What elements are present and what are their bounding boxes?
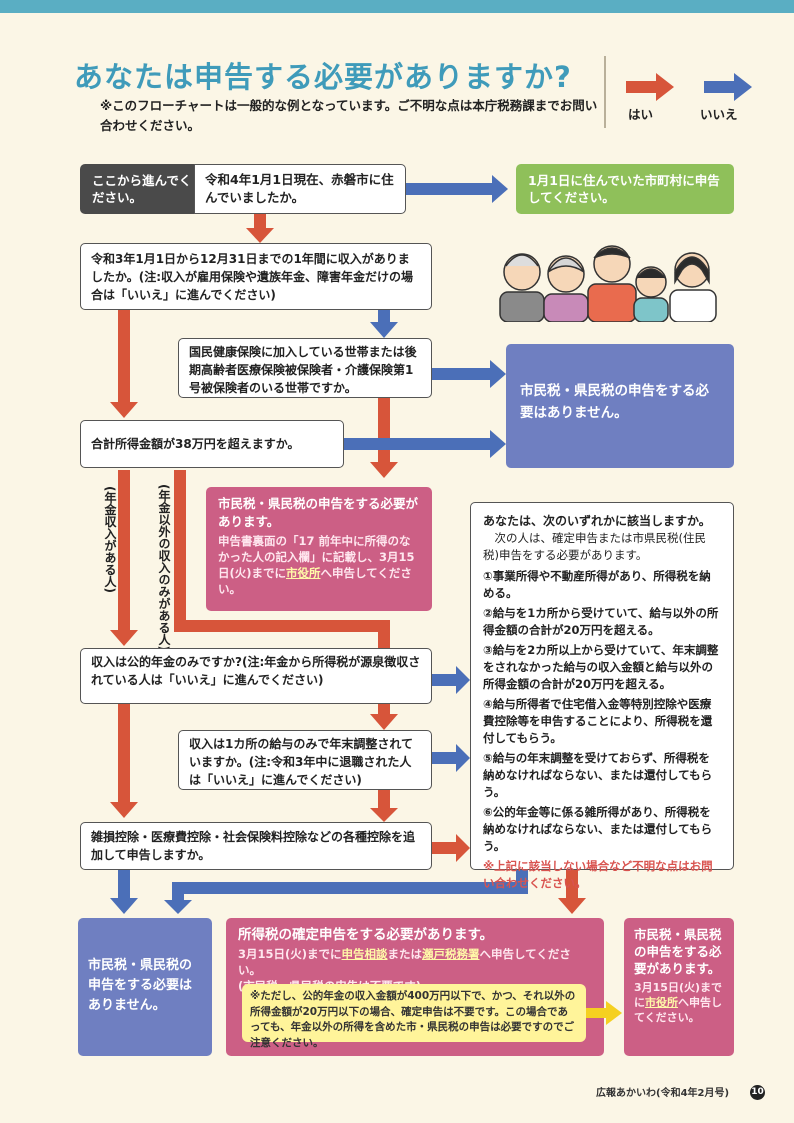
note-arrow-icon: [586, 1001, 622, 1025]
criteria-note: ※上記に該当しない場合など不明な点はお問い合わせください。: [483, 859, 713, 890]
no-arrow-icon: [704, 73, 752, 101]
criteria-intro: 次の人は、確定申告または市県民税(住民税)申告をする必要があります。: [483, 531, 706, 562]
result-need-city-1-body: 申告書裏面の「17 前年中に所得のなかった人の記入欄」に記載し、3月15日(火)…: [218, 534, 415, 580]
question-income: 令和3年1月1日から12月31日までの1年間に収入がありましたか。(注:収入が雇…: [80, 243, 432, 310]
legend-yes-label: はい: [628, 107, 654, 122]
result-need-tax-return-title: 所得税の確定申告をする必要があります。: [238, 927, 494, 943]
criteria-item: ③給与を2カ所以上から受けていて、年末調整をされなかった給与の収入金額と給与以外…: [483, 643, 719, 691]
result-need-city-1: 市民税・県民税の申告をする必要があります。 申告書裏面の「17 前年中に所得のな…: [206, 487, 432, 611]
result-no-need-1: 市民税・県民税の申告をする必要はありません。: [506, 344, 734, 468]
yes-arrow-icon: [626, 73, 674, 101]
criteria-item: ⑥公的年金等に係る雑所得があり、所得税を納めなければならない、または還付してもら…: [483, 805, 713, 853]
path-label-pension: (年金収入がある人): [103, 486, 117, 593]
result-need-tax-return: 所得税の確定申告をする必要があります。 3月15日(火)までに申告相談または瀬戸…: [226, 918, 604, 1056]
page-title: あなたは申告する必要がありますか?: [74, 60, 572, 94]
criteria-item: ②給与を1カ所から受けていて、給与以外の所得金額の合計が20万円を超える。: [483, 606, 719, 637]
question-insurance: 国民健康保険に加入している世帯または後期高齢者医療保険被保険者・介護保険第1号被…: [178, 338, 432, 398]
question-residence: 令和4年1月1日現在、赤磐市に住んでいましたか。: [194, 164, 406, 214]
question-salary-adjust: 収入は1カ所の給与のみで年末調整されていますか。(注:令和3年中に退職された人は…: [178, 730, 432, 790]
result-need-city-2-body: 3月15日(火)までに: [634, 981, 723, 1009]
page-number: 10: [750, 1085, 765, 1100]
legend-arrows: [626, 73, 752, 101]
publication-name: 広報あかいわ(令和4年2月号): [596, 1088, 730, 1099]
criteria-box: あなたは、次のいずれかに該当しますか。 次の人は、確定申告または市県民税(住民税…: [470, 502, 734, 890]
tax-return-tail: へ申告してください。: [238, 947, 571, 977]
start-label: ここから進んでください。: [80, 164, 194, 214]
result-no-need-2: 市民税・県民税の申告をする必要はありません。: [78, 918, 212, 1056]
result-need-city-2-title: 市民税・県民税の申告をする必要があります。: [634, 927, 722, 976]
criteria-item: ④給与所得者で住宅借入金等特別控除や医療費控除等を申告することにより、所得税を還…: [483, 697, 713, 745]
pension-exception-note: ※ただし、公的年金の収入金額が400万円以下で、かつ、それ以外の所得金額が20万…: [242, 984, 586, 1049]
criteria-title: あなたは、次のいずれかに該当しますか。: [483, 514, 711, 528]
tax-consult-label: 申告相談: [341, 947, 388, 961]
city-hall-label: 市役所: [286, 566, 321, 580]
tax-return-deadline: 3月15日(火)までに: [238, 947, 342, 961]
result-need-city-2-tail: へ申告してください。: [634, 996, 722, 1024]
city-hall-label-2: 市役所: [645, 996, 678, 1009]
criteria-item: ⑤給与の年末調整を受けておらず、所得税を納めなければならない、または還付してもら…: [483, 751, 713, 799]
legend-divider: [604, 56, 606, 128]
result-need-city-2: 市民税・県民税の申告をする必要があります。 3月15日(火)までに市役所へ申告し…: [624, 918, 734, 1056]
result-need-city-1-tail: へ申告してください。: [218, 566, 412, 596]
question-income-38: 合計所得金額が38万円を超えますか。: [80, 420, 344, 468]
family-illustration: [499, 245, 717, 322]
path-label-other: (年金以外の収入のみがある人): [157, 484, 171, 651]
criteria-item: ①事業所得や不動産所得があり、所得税を納める。: [483, 569, 711, 600]
or-label: または: [387, 947, 423, 961]
header-note: ※このフローチャートは一般的な例となっています。ご不明な点は本庁税務課までお問い…: [100, 98, 598, 133]
legend-no-label: いいえ: [700, 107, 738, 122]
tax-office-label: 瀬戸税務署: [422, 947, 480, 961]
result-other-municipality: 1月1日に住んでいた市町村に申告してください。: [516, 164, 734, 214]
question-deductions: 雑損控除・医療費控除・社会保険料控除などの各種控除を追加して申告しますか。: [80, 822, 432, 870]
top-bar: [0, 0, 794, 13]
result-need-city-1-title: 市民税・県民税の申告をする必要があります。: [218, 496, 419, 529]
question-pension-only: 収入は公的年金のみですか?(注:年金から所得税が源泉徴収されている人は「いいえ」…: [80, 648, 432, 704]
